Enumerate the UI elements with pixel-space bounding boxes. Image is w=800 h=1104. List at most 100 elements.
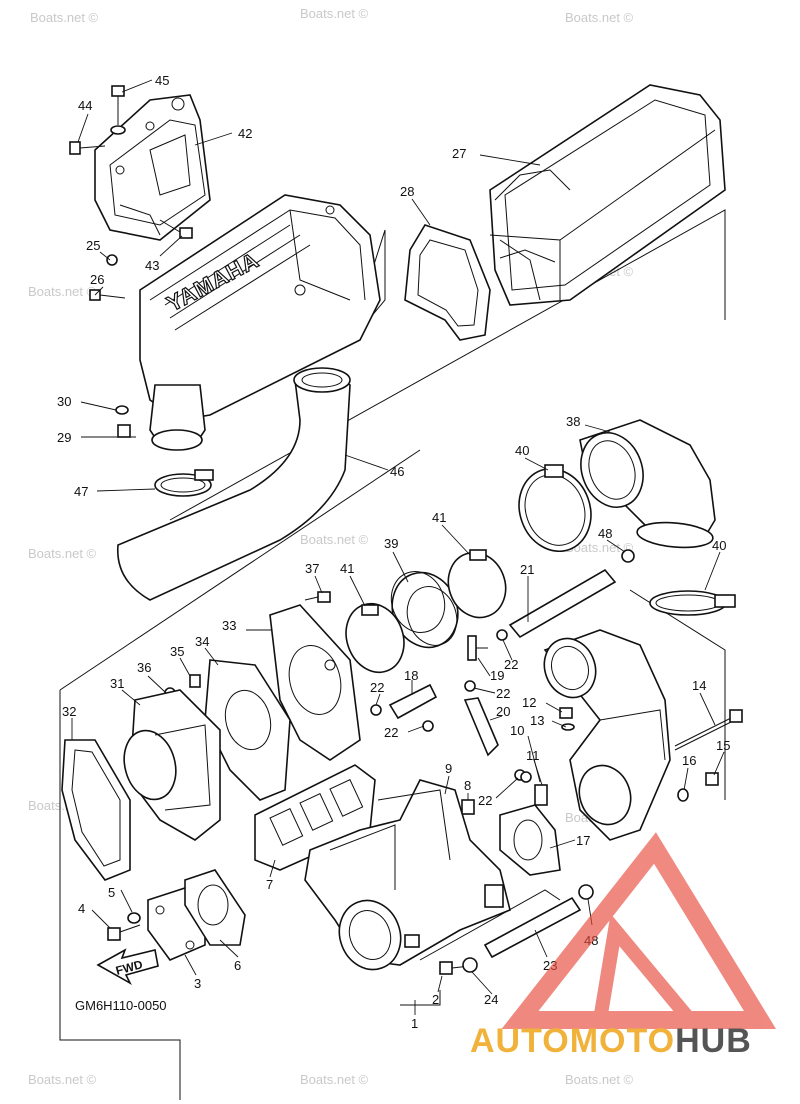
part-46-hose [117, 367, 351, 601]
callout-label: 24 [484, 992, 498, 1007]
part-1-manifold [304, 779, 511, 971]
clamp-41-right [447, 549, 507, 619]
callout-label: 9 [445, 761, 452, 776]
watermark: Boats.net © [28, 546, 97, 561]
callout-label: 48 [598, 526, 612, 541]
callout-label: 14 [692, 678, 706, 693]
bolt-45 [110, 85, 126, 135]
callout-label: 46 [390, 464, 404, 479]
part-47-clamp [154, 469, 214, 497]
callout-label: 41 [340, 561, 354, 576]
callout-label: 3 [194, 976, 201, 991]
washer-25 [106, 254, 118, 266]
part-12-plug [559, 707, 573, 719]
callout-label: 43 [145, 258, 159, 273]
part-42-bracket [94, 94, 211, 241]
callout-label: 22 [384, 725, 398, 740]
callout-label: 38 [566, 414, 580, 429]
watermark: Boats.net © [30, 10, 99, 25]
logo-triangle-icon [501, 832, 777, 1029]
part-23-hose [483, 896, 582, 959]
part-6-gasket [184, 869, 246, 946]
part-14-bolt [674, 709, 743, 751]
callout-label: 22 [504, 657, 518, 672]
washer-30 [115, 405, 129, 415]
part-38-elbow [579, 419, 716, 549]
callout-label: 15 [716, 738, 730, 753]
callout-label: 27 [452, 146, 466, 161]
forward-arrow-icon: FWD [96, 948, 159, 985]
callout-label: 12 [522, 695, 536, 710]
watermark: Boats.net © [565, 540, 634, 555]
watermark: Boats.net © [300, 6, 369, 21]
callout-label: 2 [432, 992, 439, 1007]
leader-lines [71, 79, 725, 1015]
callout-label: 10 [510, 723, 524, 738]
logo-text-auto: AUTOMOTOHUB [470, 1022, 752, 1060]
clip-48-upper [621, 549, 635, 563]
part-21-tube [508, 568, 617, 639]
callout-label: 47 [74, 484, 88, 499]
part-24-clip [462, 957, 478, 973]
callout-label: 17 [576, 833, 590, 848]
part-33-flange [269, 604, 361, 761]
part-31-outlet [123, 689, 221, 841]
watermark: Boats.net © [300, 532, 369, 547]
callout-label: 21 [520, 562, 534, 577]
callout-label: 26 [90, 272, 104, 287]
callout-label: 40 [515, 443, 529, 458]
part-10-11-fitting [520, 771, 548, 806]
callout-label: 37 [305, 561, 319, 576]
callout-label: 7 [266, 877, 273, 892]
callout-label: 29 [57, 430, 71, 445]
assembly-outline [59, 209, 726, 1100]
callout-label: 20 [496, 704, 510, 719]
callout-label: 1 [411, 1016, 418, 1031]
callout-label: 6 [234, 958, 241, 973]
callout-label: 31 [110, 676, 124, 691]
part-4-bolt [107, 924, 141, 941]
part-46-main-housing: YAMAHA [139, 194, 381, 451]
part-16-washer [677, 788, 689, 802]
callout-label: 30 [57, 394, 71, 409]
part-2-bolt [439, 961, 471, 975]
callout-label: 22 [478, 793, 492, 808]
part-32-gasket [61, 739, 131, 881]
automotohub-logo: AUTOMOTOHUB [470, 832, 777, 1060]
callout-label: 32 [62, 704, 76, 719]
callout-label: 40 [712, 538, 726, 553]
clamp-40-lower [649, 590, 736, 616]
screw-29 [112, 424, 136, 438]
callout-label: 8 [464, 778, 471, 793]
fwd-label: FWD [114, 957, 144, 978]
callout-label: 22 [496, 686, 510, 701]
watermark: Boats.net © [300, 1072, 369, 1087]
part-19-tee [467, 635, 488, 661]
part-28-gasket [404, 224, 491, 341]
clip-48-lower [578, 884, 594, 900]
bolt-37 [304, 591, 331, 603]
callout-label: 39 [384, 536, 398, 551]
watermark: Boats.net © [565, 1072, 634, 1087]
part-13-washer [561, 723, 575, 731]
callout-label: 34 [195, 634, 209, 649]
bolt-44 [69, 141, 106, 155]
callout-label: 33 [222, 618, 236, 633]
callout-label: 35 [170, 644, 184, 659]
callout-numbers: 1 2 3 4 5 6 7 8 9 10 11 12 13 14 15 16 1… [57, 73, 730, 1031]
watermark: Boats.net © [28, 1072, 97, 1087]
callout-label: 41 [432, 510, 446, 525]
clamp-40-upper [518, 464, 592, 553]
watermark: Boats.net © [565, 10, 634, 25]
bolt-43 [159, 219, 193, 239]
logo-part1: AUTO [470, 1022, 570, 1060]
callout-label: 13 [530, 713, 544, 728]
part-18-hose [388, 683, 438, 720]
callout-label: 19 [490, 668, 504, 683]
part-15-bolt [705, 772, 719, 786]
drawing-code: GM6H110-0050 [75, 998, 167, 1013]
callout-label: 42 [238, 126, 252, 141]
callout-label: 45 [155, 73, 169, 88]
callout-label: 44 [78, 98, 92, 113]
